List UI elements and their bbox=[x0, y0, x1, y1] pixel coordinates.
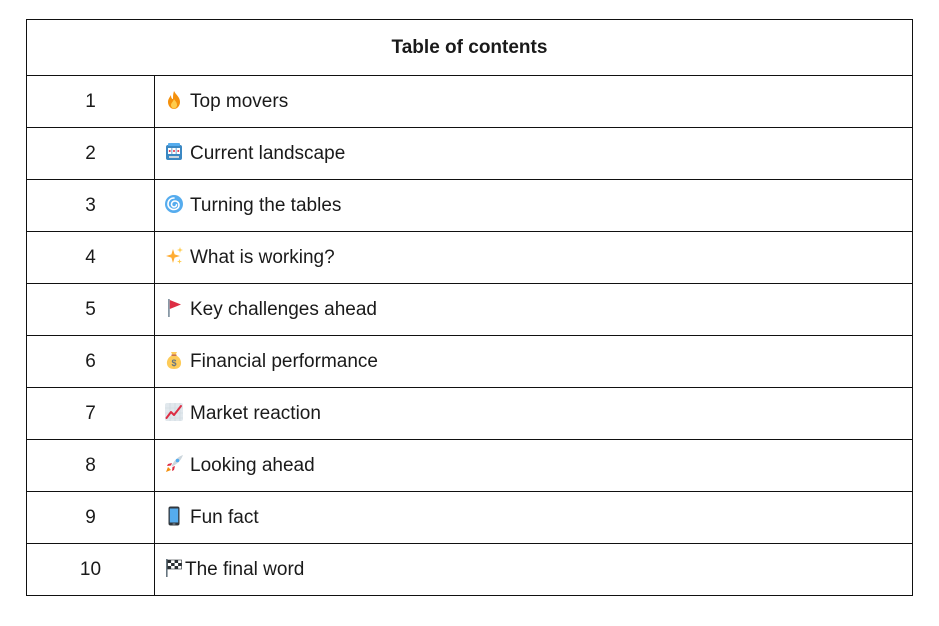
toc-row: 9 Fun fact bbox=[26, 491, 913, 544]
chart-increasing-icon bbox=[164, 402, 184, 422]
toc-row-label: Looking ahead bbox=[190, 455, 315, 476]
toc-row-title: Key challenges ahead bbox=[154, 283, 913, 336]
fire-icon bbox=[164, 90, 184, 110]
toc-row-title: Fun fact bbox=[154, 491, 913, 544]
toc-row: 7 Market reaction bbox=[26, 387, 913, 440]
toc-row-title: Market reaction bbox=[154, 387, 913, 440]
toc-row-number: 10 bbox=[26, 543, 155, 596]
toc-header-row: Table of contents bbox=[26, 19, 913, 76]
toc-row-label: Top movers bbox=[190, 91, 289, 112]
red-flag-icon bbox=[164, 298, 184, 318]
toc-row: 5 Key challenges ahead bbox=[26, 283, 913, 336]
toc-row-label: The final word bbox=[185, 559, 305, 580]
toc-row-label: Current landscape bbox=[190, 143, 346, 164]
toc-row-title: $ Financial performance bbox=[154, 335, 913, 388]
toc-row-number: 5 bbox=[26, 283, 155, 336]
checkered-flag-icon bbox=[164, 558, 184, 578]
toc-row-number: 1 bbox=[26, 75, 155, 128]
toc-row-title: What is working? bbox=[154, 231, 913, 284]
toc-row-number: 6 bbox=[26, 335, 155, 388]
sparkles-icon bbox=[164, 246, 184, 266]
toc-row-label: Market reaction bbox=[190, 403, 321, 424]
cyclone-icon bbox=[164, 194, 184, 214]
toc-row: 8 Looking ahead bbox=[26, 439, 913, 492]
toc-row: 1 Top movers bbox=[26, 75, 913, 128]
toc-row-number: 2 bbox=[26, 127, 155, 180]
toc-row-title: Top movers bbox=[154, 75, 913, 128]
toc-row-number: 8 bbox=[26, 439, 155, 492]
money-bag-icon: $ bbox=[164, 350, 184, 370]
toc-row-title: The final word bbox=[154, 543, 913, 596]
rocket-icon bbox=[164, 454, 184, 474]
toc-row-number: 4 bbox=[26, 231, 155, 284]
toc-row-title: Current landscape bbox=[154, 127, 913, 180]
slot-machine-icon bbox=[164, 142, 184, 162]
toc-row-number: 7 bbox=[26, 387, 155, 440]
toc-row-label: Turning the tables bbox=[190, 195, 342, 216]
table-of-contents: Table of contents 1 Top movers 2 bbox=[26, 19, 913, 596]
toc-row-label: Financial performance bbox=[190, 351, 378, 372]
toc-row: 10 The final word bbox=[26, 543, 913, 596]
svg-text:$: $ bbox=[171, 358, 176, 368]
toc-row-title: Turning the tables bbox=[154, 179, 913, 232]
toc-row: 3 Turning the tables bbox=[26, 179, 913, 232]
toc-row-label: What is working? bbox=[190, 247, 335, 268]
toc-row: 4 What is working? bbox=[26, 231, 913, 284]
toc-row-number: 9 bbox=[26, 491, 155, 544]
toc-row-title: Looking ahead bbox=[154, 439, 913, 492]
toc-row-label: Key challenges ahead bbox=[190, 299, 377, 320]
toc-title: Table of contents bbox=[26, 19, 913, 76]
toc-row-number: 3 bbox=[26, 179, 155, 232]
toc-row-label: Fun fact bbox=[190, 507, 259, 528]
toc-row: 2 Current landscape bbox=[26, 127, 913, 180]
mobile-phone-icon bbox=[164, 506, 184, 526]
toc-row: 6 $ Financial performance bbox=[26, 335, 913, 388]
